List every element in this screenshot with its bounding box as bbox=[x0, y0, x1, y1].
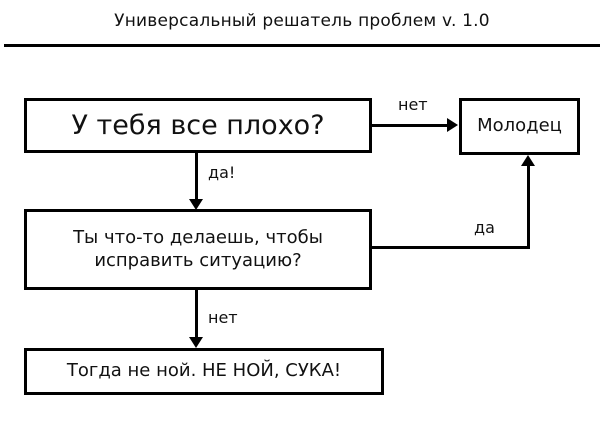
edge-action-to-stop-line bbox=[195, 290, 198, 339]
arrow-down-icon bbox=[189, 337, 203, 348]
edge-action-to-welldone-vertical bbox=[527, 166, 530, 249]
node-action-question-label: Ты что-то делаешь, чтобы исправить ситуа… bbox=[73, 227, 323, 271]
node-stop-whining-label: Тогда не ной. НЕ НОЙ, СУКА! bbox=[66, 360, 342, 382]
title-divider bbox=[4, 44, 600, 47]
edge-problem-to-welldone-line bbox=[371, 124, 449, 127]
edge-label-problem-to-welldone: нет bbox=[398, 95, 428, 114]
arrow-right-icon bbox=[447, 118, 458, 132]
node-well-done: Молодец bbox=[459, 98, 580, 155]
edge-label-action-to-welldone: да bbox=[474, 218, 495, 237]
node-problem-question: У тебя все плохо? bbox=[24, 98, 372, 153]
edge-problem-to-action-line bbox=[195, 153, 198, 201]
arrow-down-icon bbox=[189, 199, 203, 210]
edge-label-problem-to-action: да! bbox=[208, 163, 236, 182]
edge-action-to-welldone-horizontal bbox=[371, 246, 530, 249]
node-well-done-label: Молодец bbox=[477, 115, 562, 137]
edge-label-action-to-stop: нет bbox=[208, 308, 238, 327]
node-stop-whining: Тогда не ной. НЕ НОЙ, СУКА! bbox=[24, 348, 384, 395]
page-title: Универсальный решатель проблем v. 1.0 bbox=[114, 11, 490, 31]
arrow-up-icon bbox=[521, 155, 535, 166]
node-problem-question-label: У тебя все плохо? bbox=[71, 109, 325, 141]
node-action-question: Ты что-то делаешь, чтобы исправить ситуа… bbox=[24, 209, 372, 290]
